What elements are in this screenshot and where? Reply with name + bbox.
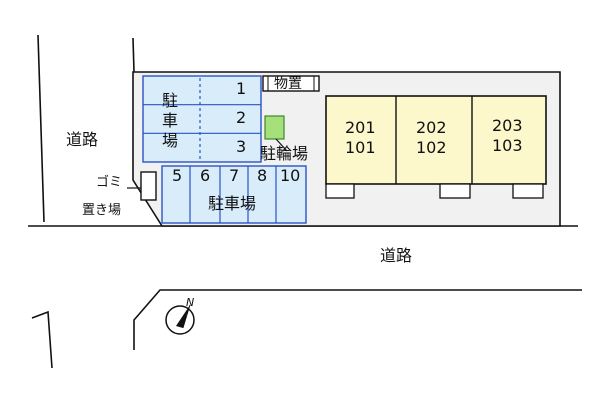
- parking-space-7: 7: [229, 166, 240, 185]
- storage-label: 物置: [274, 76, 302, 92]
- parking-space-10: 10: [280, 166, 301, 185]
- parking-south-block: [161, 165, 307, 224]
- unit-201: 201: [345, 118, 376, 137]
- building: [325, 95, 547, 199]
- garbage-label-line1: ゴミ: [96, 175, 123, 190]
- road-label-west: 道路: [66, 130, 99, 149]
- bicycle-leader: [275, 138, 288, 152]
- balcony: [512, 183, 544, 199]
- parking-area-south: [161, 165, 307, 224]
- balcony: [439, 183, 471, 199]
- parking-space-6: 6: [200, 166, 211, 185]
- bicycle-parking-label: 駐輪場: [260, 144, 309, 163]
- parking-label-vertical-1: 駐: [162, 91, 179, 110]
- road-edge-corner: [31, 310, 53, 369]
- parking-label-vertical-2: 車: [162, 111, 179, 130]
- bicycle-parking-area: [264, 115, 285, 140]
- parking-west-block: [142, 75, 262, 163]
- road-edge-west-inner: [132, 37, 135, 73]
- road-label-south: 道路: [380, 246, 413, 265]
- unit-203: 203: [492, 116, 523, 135]
- parking-space-2: 2: [236, 108, 247, 127]
- north-label: N: [186, 296, 195, 309]
- parking-space-1: 1: [236, 79, 247, 98]
- parking-space-3: 3: [236, 137, 247, 156]
- building-outline: [325, 95, 547, 185]
- parking-label-vertical-3: 場: [162, 131, 179, 150]
- storage-box: [262, 75, 320, 92]
- garbage-label-line2: 置き場: [82, 203, 122, 218]
- unit-202: 202: [416, 118, 447, 137]
- road-edge-far: [133, 289, 582, 350]
- compass-icon: [165, 304, 195, 335]
- unit-101: 101: [345, 138, 376, 157]
- unit-102: 102: [416, 138, 447, 157]
- parking-space-5: 5: [172, 166, 183, 185]
- road-edge-west: [37, 34, 45, 223]
- parking-area-west: [142, 75, 262, 163]
- garbage-box: [140, 171, 157, 201]
- balcony: [325, 183, 355, 199]
- unit-103: 103: [492, 136, 523, 155]
- parking-label-horizontal: 駐車場: [208, 194, 257, 213]
- parking-space-8: 8: [257, 166, 268, 185]
